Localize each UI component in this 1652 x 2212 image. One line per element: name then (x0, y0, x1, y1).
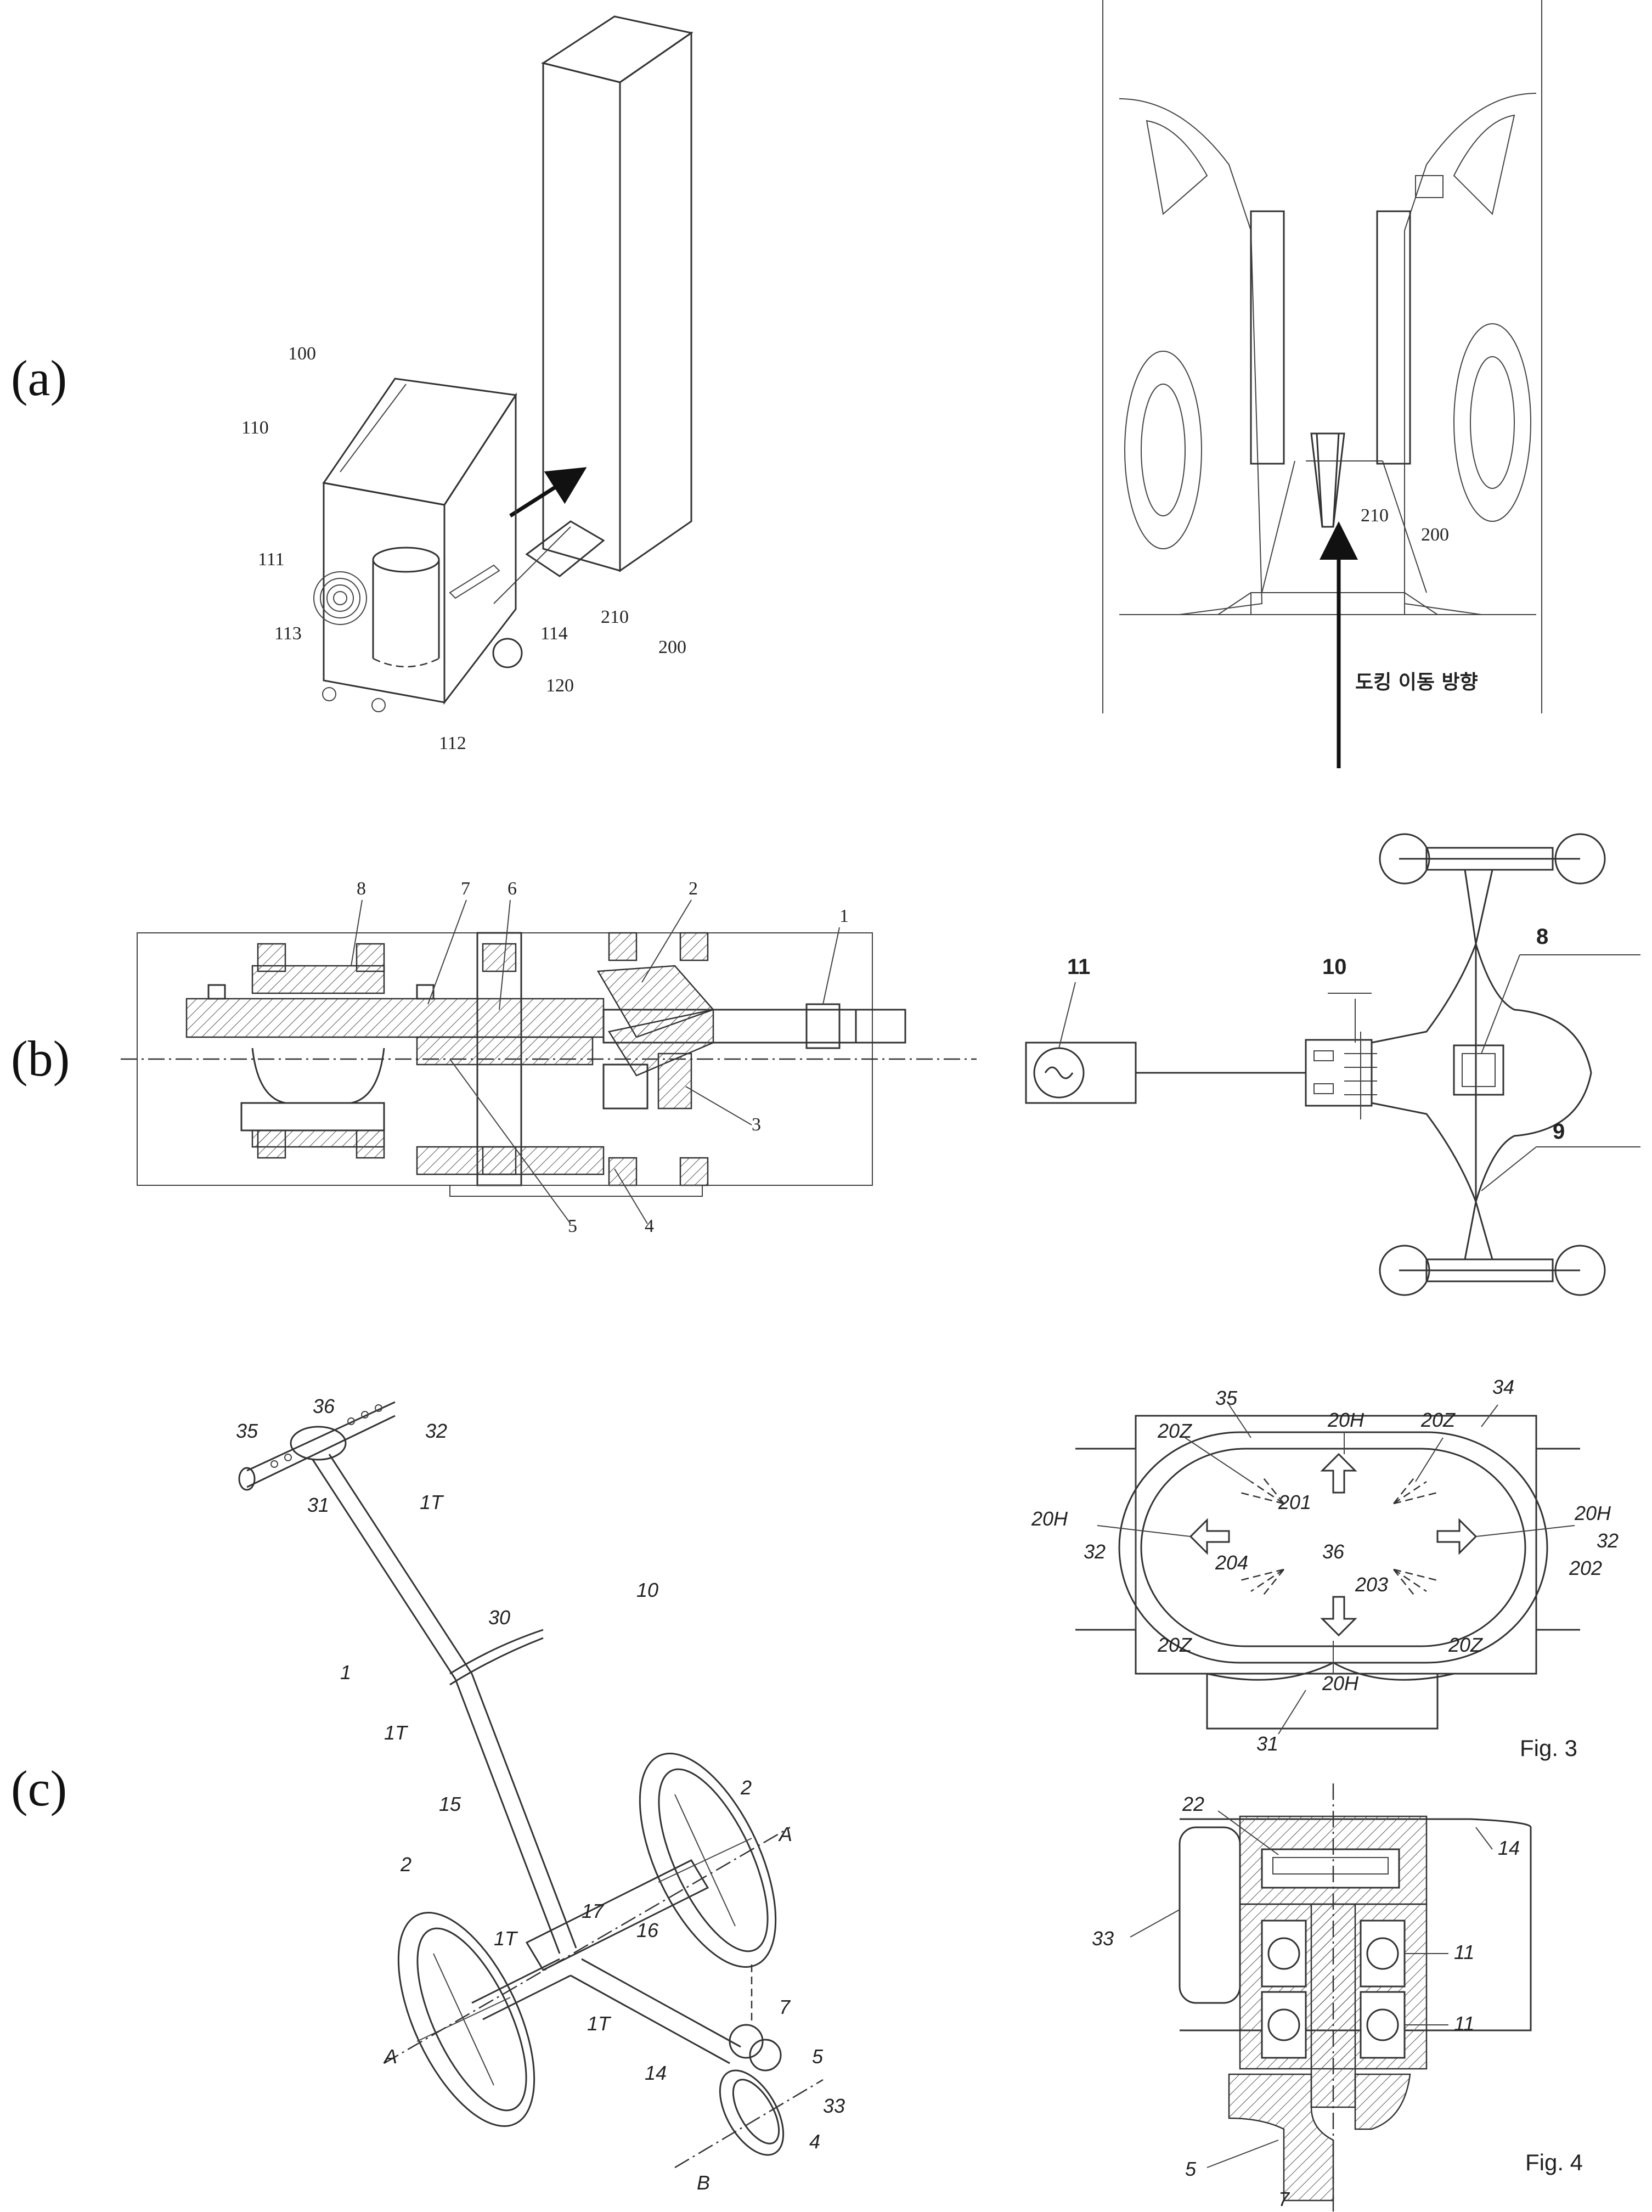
ref-label: 32 (1597, 1529, 1619, 1552)
panel-b-right-refs: 11 10 8 9 (1067, 925, 1565, 1144)
ref-label: 202 (1569, 1557, 1602, 1579)
ref-label: 1T (420, 1491, 444, 1513)
docking-direction-caption: 도킹 이동 방향 (1355, 671, 1478, 694)
ref-label: 20H (1322, 1672, 1359, 1695)
ref-label: 1 (839, 906, 849, 926)
panel-c-fig4-refs: 22 14 33 11 11 5 7 Fig. 4 (1092, 1793, 1583, 2210)
ref-label: 15 (439, 1793, 461, 1815)
ref-label: 20Z (1448, 1634, 1483, 1656)
ref-label: 31 (307, 1494, 329, 1516)
row-label-a: (a) (11, 350, 67, 406)
panel-b-right-drawing (1025, 833, 1640, 1296)
ref-label: 10 (1322, 955, 1347, 979)
panel-b-left-drawing (121, 899, 977, 1224)
ref-label: 20H (1327, 1409, 1365, 1431)
ref-label: 36 (313, 1395, 335, 1417)
ref-label: 2 (740, 1776, 752, 1799)
panel-a-left-refs: 100 110 111 113 112 114 120 210 200 (241, 344, 686, 753)
ref-label: 5 (812, 2045, 824, 2068)
ref-label: 17 (582, 1900, 605, 1922)
ref-label: 32 (425, 1420, 447, 1442)
ref-label: 114 (540, 623, 568, 644)
ref-label: 8 (1536, 925, 1548, 949)
ref-label: 100 (288, 344, 316, 364)
panel-a-right-refs: 210 200 도킹 이동 방향 (1355, 505, 1478, 694)
ref-label: A (778, 1823, 792, 1845)
ref-label: 4 (809, 2130, 820, 2153)
ref-label: 11 (1454, 2012, 1474, 2035)
panel-c-left-refs: 36 35 32 31 1T 30 10 1 1T 15 2 A 17 2 1T… (236, 1395, 845, 2194)
ref-label: A (383, 2045, 397, 2068)
ref-label: 20H (1031, 1507, 1068, 1530)
ref-label: 2 (400, 1853, 411, 1876)
ref-label: 30 (488, 1606, 510, 1629)
ref-label: 14 (645, 2062, 667, 2084)
ref-label: 6 (508, 879, 517, 899)
ref-label: 16 (636, 1919, 659, 1941)
ref-label: 5 (1185, 2158, 1197, 2180)
ref-label: 20Z (1157, 1634, 1192, 1656)
ref-label: 4 (645, 1216, 654, 1236)
ref-label: B (697, 2171, 710, 2194)
ref-label: 14 (1498, 1837, 1520, 1859)
row-label-c: (c) (11, 1760, 67, 1816)
ref-label: 1T (494, 1927, 518, 1950)
ref-label: 11 (1067, 955, 1090, 979)
ref-label: 7 (461, 879, 470, 899)
ref-label: 10 (636, 1579, 658, 1601)
ref-label: 2 (689, 879, 698, 899)
panel-c-fig3-drawing (1075, 1404, 1580, 1735)
panel-a-left-drawing (313, 15, 693, 712)
ref-label: 35 (1215, 1387, 1238, 1409)
ref-label: 210 (601, 607, 629, 627)
ref-label: 35 (236, 1420, 258, 1442)
row-label-b: (b) (11, 1031, 70, 1087)
ref-label: 33 (823, 2095, 845, 2117)
ref-label: 120 (546, 676, 574, 696)
ref-label: 110 (241, 418, 269, 438)
ref-label: 7 (779, 1996, 791, 2018)
ref-label: 200 (1421, 525, 1449, 545)
ref-label: 111 (258, 549, 284, 570)
ref-label: 112 (439, 733, 466, 753)
ref-label: 8 (357, 879, 366, 899)
panel-b-left-refs: 8 7 6 2 1 3 4 5 (357, 879, 849, 1236)
ref-label: 200 (658, 637, 686, 657)
ref-label: 11 (1454, 1941, 1474, 1963)
panel-a-right-drawing (1102, 0, 1542, 768)
figure-caption-fig3: Fig. 3 (1520, 1735, 1577, 1761)
ref-label: 20H (1574, 1502, 1611, 1524)
ref-label: 201 (1278, 1491, 1311, 1513)
ref-label: 20Z (1157, 1420, 1192, 1442)
ref-label: 203 (1355, 1573, 1388, 1596)
ref-label: 36 (1322, 1540, 1345, 1563)
ref-label: 31 (1256, 1732, 1278, 1755)
ref-label: 1T (587, 2012, 612, 2035)
ref-label: 32 (1084, 1540, 1106, 1563)
ref-label: 34 (1492, 1376, 1514, 1398)
panel-c-left-drawing (238, 1401, 824, 2169)
panel-c-fig3-refs: 35 34 20H 20Z 20Z 20H 20H 201 32 32 204 … (1031, 1376, 1619, 1761)
ref-label: 1 (340, 1661, 351, 1684)
ref-label: 210 (1361, 505, 1389, 526)
ref-label: 1T (384, 1721, 409, 1744)
ref-label: 5 (568, 1216, 577, 1236)
ref-label: 113 (274, 623, 302, 644)
ref-label: 9 (1553, 1119, 1565, 1144)
ref-label: 20Z (1420, 1409, 1456, 1431)
ref-label: 7 (1278, 2188, 1290, 2210)
panel-c-fig4-drawing (1130, 1783, 1532, 2212)
ref-label: 204 (1215, 1551, 1248, 1574)
ref-label: 22 (1182, 1793, 1204, 1815)
ref-label: 3 (752, 1115, 761, 1135)
ref-label: 33 (1092, 1927, 1114, 1950)
figure-caption-fig4: Fig. 4 (1525, 2149, 1583, 2175)
